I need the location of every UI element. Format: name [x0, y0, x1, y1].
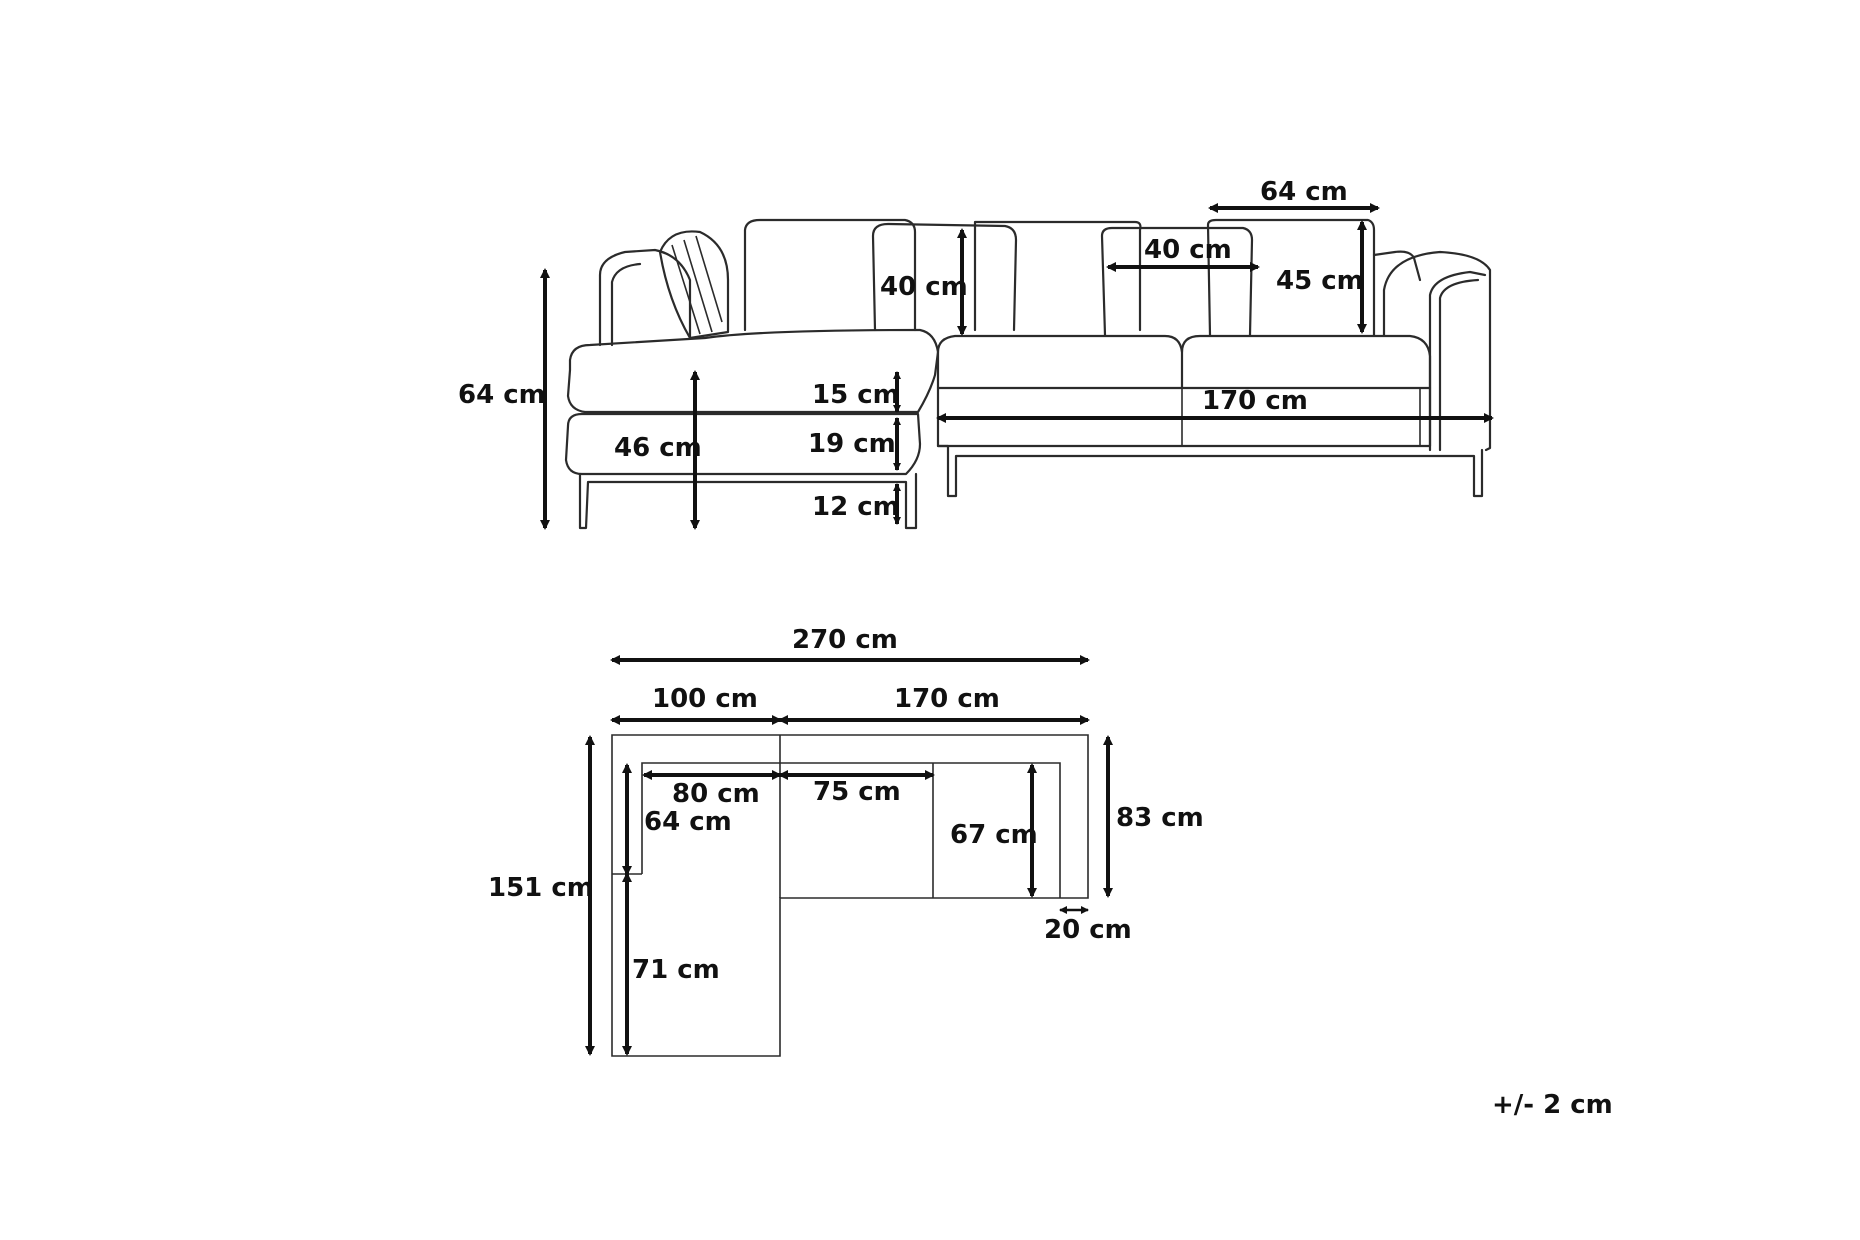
label-main-width: 170 cm [894, 684, 1000, 714]
label-chaise-seat-width: 80 cm [672, 779, 760, 809]
label-total-width: 270 cm [792, 625, 898, 655]
label-chaise-seat-depth: 71 cm [632, 955, 720, 985]
label-seat-height: 46 cm [614, 433, 702, 463]
label-main-seat-depth: 67 cm [950, 820, 1038, 850]
label-large-cushion-width: 64 cm [1260, 177, 1348, 207]
label-leg-height: 12 cm [812, 492, 900, 522]
tolerance-note: +/- 2 cm [1492, 1090, 1613, 1120]
sofa-top-view [611, 734, 1089, 1057]
label-base-thickness: 19 cm [808, 429, 896, 459]
label-arm-width: 20 cm [1044, 915, 1132, 945]
label-main-seat-width: 75 cm [813, 777, 901, 807]
label-back-cushion-height: 40 cm [880, 272, 968, 302]
label-chaise-back-depth: 64 cm [644, 807, 732, 837]
label-cushion-thickness: 15 cm [812, 380, 900, 410]
label-main-depth: 83 cm [1116, 803, 1204, 833]
label-total-depth: 151 cm [488, 873, 594, 903]
label-main-section-length: 170 cm [1202, 386, 1308, 416]
label-chaise-width: 100 cm [652, 684, 758, 714]
label-overall-height: 64 cm [458, 380, 546, 410]
label-large-cushion-height: 45 cm [1276, 266, 1364, 296]
label-small-cushion-width: 40 cm [1144, 235, 1232, 265]
sofa-side-view [564, 218, 1492, 530]
